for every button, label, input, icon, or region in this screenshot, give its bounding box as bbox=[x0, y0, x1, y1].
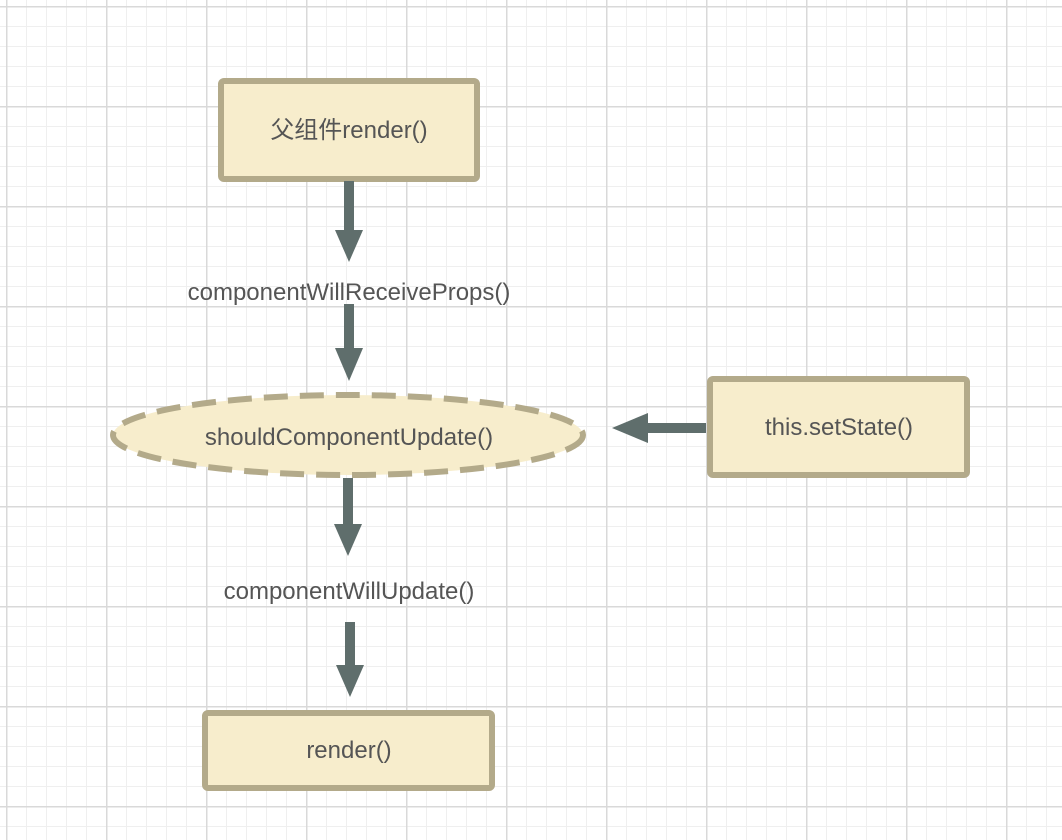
arrow-parent-to-receive-props bbox=[335, 181, 363, 262]
set-state-node[interactable]: this.setState() bbox=[707, 376, 970, 478]
arrow-set-state-to-should-update bbox=[612, 413, 706, 443]
will-receive-props-label: componentWillReceiveProps() bbox=[188, 279, 511, 306]
set-state-label: this.setState() bbox=[765, 414, 913, 441]
parent-render-node[interactable]: 父组件render() bbox=[218, 78, 480, 182]
should-component-update-label: shouldComponentUpdate() bbox=[205, 424, 493, 451]
arrow-receive-props-to-should-update bbox=[335, 304, 363, 381]
will-update-label: componentWillUpdate() bbox=[224, 578, 475, 605]
arrow-will-update-to-render bbox=[336, 622, 364, 697]
arrow-should-update-to-will-update bbox=[334, 478, 362, 556]
parent-render-label: 父组件render() bbox=[270, 117, 427, 144]
render-label: render() bbox=[306, 737, 391, 764]
render-node[interactable]: render() bbox=[202, 710, 495, 791]
should-component-update-node[interactable]: shouldComponentUpdate() bbox=[110, 392, 586, 478]
